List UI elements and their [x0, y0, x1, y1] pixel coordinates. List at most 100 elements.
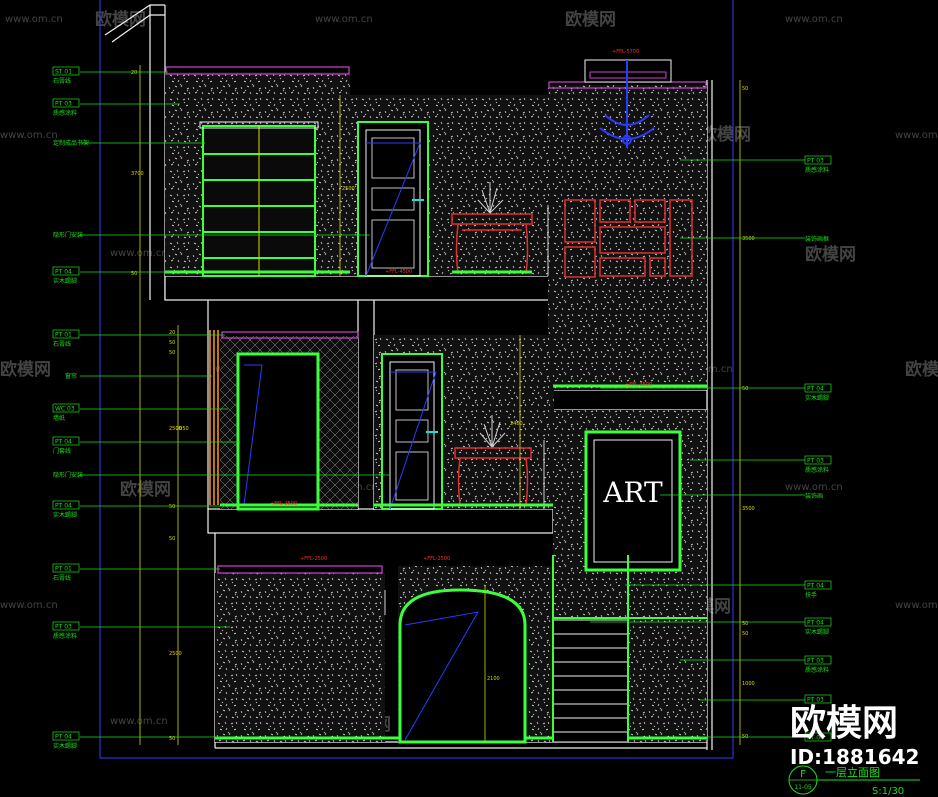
dimension-label: 2500: [342, 186, 355, 192]
tag-note: 石膏线: [53, 340, 71, 348]
annotation-tag: PT 04 实木踢脚: [52, 731, 80, 750]
bookshelf-top: [199, 121, 319, 129]
tag-note: 隐形门安装: [53, 471, 83, 479]
tag-code: PT 04: [807, 735, 824, 742]
annotation-tag: WC 03 墙纸: [52, 403, 80, 422]
tag-code: PT 04: [55, 269, 72, 276]
tag-code: PT 03: [55, 101, 72, 108]
tag-note: 扶手: [805, 591, 817, 599]
crown-molding: [165, 66, 350, 75]
annotation-tag: PT 03 质感涂料: [52, 98, 80, 117]
annotation-tag: 隐形门安装: [53, 231, 83, 239]
plant-decor: [477, 182, 504, 214]
watermark-url: www.om.cn: [0, 130, 58, 141]
dimension-label: 2400: [510, 421, 523, 427]
watermark-url: www.om.cn: [895, 130, 938, 141]
annotation-tag: PT 03 质感涂料: [804, 655, 832, 674]
annotation-tag: PT 01 石膏线: [52, 329, 80, 348]
watermark-url: www.om.cn: [110, 716, 168, 727]
tag-code: ST 01: [55, 69, 72, 76]
tag-note: 装饰画框: [805, 235, 829, 243]
leader-lines: [80, 71, 805, 738]
tag-note: 窗帘: [65, 372, 77, 380]
annotation-tag: PT 04 实木踢脚: [52, 266, 80, 285]
watermark-url: www.om.cn: [895, 600, 938, 611]
dimension-label: 50: [169, 504, 175, 510]
dimension-label: 50: [169, 736, 175, 742]
annotation-tag: PT 04 实木踢脚: [52, 500, 80, 519]
annotation-tag: 装饰画框: [805, 235, 829, 243]
tag-note: 实木踢脚: [53, 277, 77, 285]
level-mark: +FFL-2500: [423, 556, 450, 562]
drawing-title: 一层立面图: [825, 765, 880, 779]
sheet-number: 11-05: [794, 784, 812, 791]
dimension-label: 50: [169, 340, 175, 346]
watermark-url: www.om.cn: [110, 248, 168, 259]
dimension-label: 50: [131, 271, 137, 277]
tag-code: PT 01: [55, 332, 72, 339]
watermark-brand: 欧模网: [95, 9, 146, 30]
dimension-label: 1000: [742, 681, 755, 687]
tag-code: PT 04: [807, 583, 824, 590]
dimension-label: 2500: [169, 426, 182, 432]
tag-code: PT 03: [807, 158, 824, 165]
dimension-label: 20: [131, 70, 137, 76]
watermark-brand: 欧模网: [905, 359, 938, 380]
dimension-label: 50: [742, 86, 748, 92]
art-painting: ART: [584, 430, 682, 572]
watermark-url: www.om.cn: [0, 600, 58, 611]
annotation-tag: PT 04 门套线: [52, 436, 80, 455]
level-marks: +FFL-5700 +FFL-4500 +FFL-3500 +FFL-2500 …: [270, 49, 652, 562]
tag-note: 质感涂料: [805, 466, 829, 474]
tag-note: 质感涂料: [53, 109, 77, 117]
tag-note: 隐形门安装: [53, 231, 83, 239]
upper-floor: [165, 59, 707, 390]
tag-code: PT 03: [807, 658, 824, 665]
bookshelf: [202, 125, 316, 277]
title-block: F 11-05 一层立面图 S:1/30: [788, 765, 920, 797]
annotation-tag: PT 04 实木踢脚: [804, 617, 832, 636]
annotation-tag: ST 01 石膏线: [52, 66, 80, 85]
drawing-scale: S:1/30: [872, 786, 904, 797]
lower-left-wall-texture: [215, 573, 385, 742]
tag-code: PT 04: [807, 386, 824, 393]
dimension-lines: [139, 65, 741, 745]
watermark-url: www.om.cn: [785, 482, 843, 493]
dimension-label: 2050: [176, 426, 189, 432]
drawing-frame: [99, 0, 734, 759]
dimension-label: 2500: [169, 651, 182, 657]
annotation-tag: PT 03: [804, 694, 832, 704]
tag-note: 质感涂料: [53, 632, 77, 640]
staircase: [552, 619, 629, 743]
level-mark: +FFL-2500: [300, 556, 327, 562]
annotation-tag: 窗帘: [65, 372, 77, 380]
dimension-label: 3500: [742, 236, 755, 242]
lower-floor: [215, 555, 707, 744]
watermark-stamp-brand: 欧模网: [790, 703, 898, 744]
watermark-brand: 欧模网: [0, 359, 51, 380]
tag-code: PT 03: [55, 624, 72, 631]
tag-note: 质感涂料: [805, 666, 829, 674]
watermark-brand: 欧模网: [805, 244, 856, 265]
upper-door: [357, 121, 429, 277]
dimension-label: 50: [169, 350, 175, 356]
annotation-tag: PT 04 实木踢脚: [804, 383, 832, 402]
picture-frame-gallery: [564, 199, 693, 278]
art-label: ART: [602, 476, 663, 509]
plant-decor: [479, 415, 506, 448]
middle-door: [381, 353, 443, 510]
level-mark: +FFL-2500: [270, 501, 297, 507]
watermark-url: www.om.cn: [5, 14, 63, 25]
tag-code: PT 01: [55, 566, 72, 573]
level-mark: +FFL-5700: [612, 49, 639, 55]
stair-handrail: [552, 555, 707, 742]
annotation-tag: 隐形门安装: [53, 471, 83, 479]
watermark-brand: 欧模网: [120, 479, 171, 500]
tag-note: 实木踢脚: [805, 628, 829, 636]
tag-note: 装饰画: [805, 492, 823, 500]
tag-code: PT 04: [807, 620, 824, 627]
curtain: [209, 330, 219, 505]
tag-code: PT 03: [807, 697, 824, 704]
annotation-tag: 定制成品书架: [53, 139, 89, 147]
